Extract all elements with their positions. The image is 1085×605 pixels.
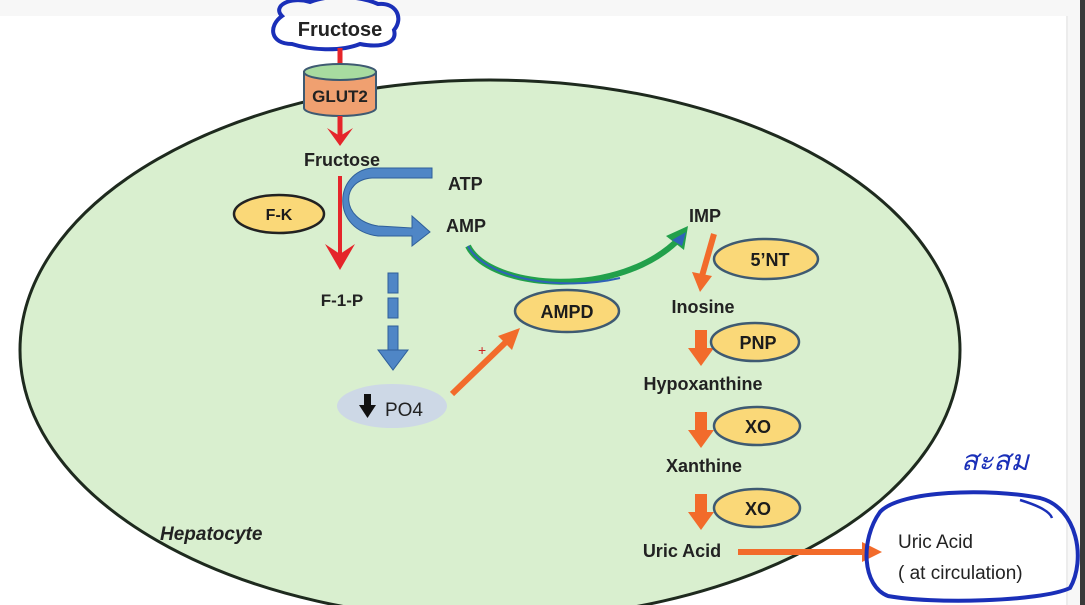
window-edge xyxy=(1080,0,1085,605)
po4-node: PO4 xyxy=(337,384,447,428)
hepatocyte-label: Hepatocyte xyxy=(160,524,263,545)
imp-to-inosine-arrow xyxy=(692,233,717,292)
xanthine-label: Xanthine xyxy=(666,456,742,476)
hypoxanthine-label: Hypoxanthine xyxy=(643,374,762,394)
output-line-1: Uric Acid xyxy=(898,532,973,553)
fructose-inside-label: Fructose xyxy=(304,150,380,170)
uric-acid-label: Uric Acid xyxy=(643,541,721,561)
enzyme-xo-2: XO xyxy=(712,487,802,529)
atp-label: ATP xyxy=(448,174,483,194)
amp-to-imp-arrow xyxy=(465,226,688,285)
uric-acid-pen-circle xyxy=(864,490,1080,603)
pen-stroke xyxy=(1019,498,1054,519)
f1p-to-po4-arrow xyxy=(377,272,409,371)
fructose-outside-label: Fructose xyxy=(298,19,382,41)
po4-activates-ampd-arrow xyxy=(449,328,520,397)
activation-sign: + xyxy=(478,342,486,358)
glut2-label: GLUT2 xyxy=(312,87,368,106)
glut2-transporter: GLUT2 xyxy=(303,63,377,117)
5nt-label: 5’NT xyxy=(750,250,789,270)
enzyme-fk: F-K xyxy=(232,193,326,235)
fk-reaction-arrow xyxy=(325,176,355,270)
output-line-2: ( at circulation) xyxy=(898,563,1023,584)
fructose-pen-circle xyxy=(271,0,401,52)
enzyme-5nt: 5’NT xyxy=(712,237,820,281)
hypoxanthine-to-xanthine-arrow xyxy=(688,412,714,448)
f1p-label: F-1-P xyxy=(321,291,364,310)
inosine-to-hypoxanthine-arrow xyxy=(688,330,714,366)
transport-arrow xyxy=(327,116,353,146)
down-arrow-icon xyxy=(359,394,376,418)
xo2-label: XO xyxy=(745,499,771,519)
atp-to-amp-arrow xyxy=(342,167,433,248)
inosine-label: Inosine xyxy=(671,297,734,317)
handwritten-note: สะสม xyxy=(961,444,1030,477)
enzyme-pnp: PNP xyxy=(709,321,801,363)
enzyme-xo-1: XO xyxy=(712,405,802,447)
ampd-label: AMPD xyxy=(541,302,594,322)
po4-label: PO4 xyxy=(385,400,423,421)
amp-label: AMP xyxy=(446,216,486,236)
xanthine-to-uric-acid-arrow xyxy=(688,494,714,530)
xo1-label: XO xyxy=(745,417,771,437)
fk-label: F-K xyxy=(266,207,293,224)
pnp-label: PNP xyxy=(739,333,776,353)
imp-label: IMP xyxy=(689,206,721,226)
top-bar xyxy=(0,0,1085,16)
enzyme-ampd: AMPD xyxy=(513,288,621,334)
